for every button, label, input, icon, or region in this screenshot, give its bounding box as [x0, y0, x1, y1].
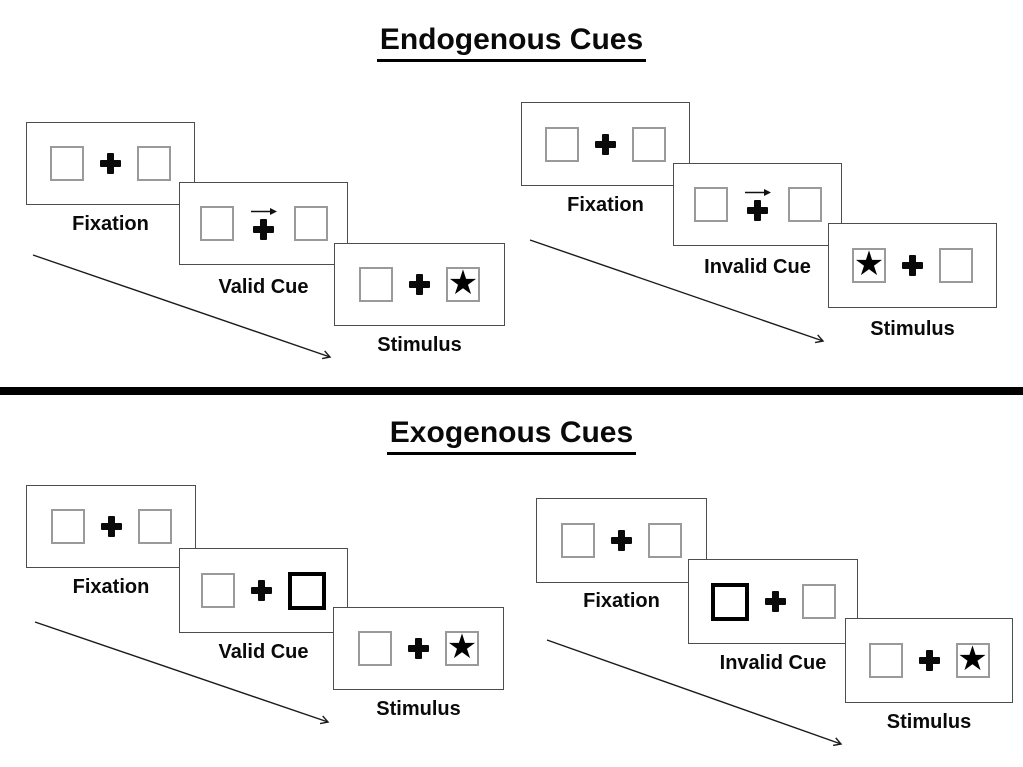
panel-label: Invalid Cue — [704, 256, 811, 278]
fixation-cross-icon — [409, 274, 430, 295]
panel-label: Valid Cue — [218, 276, 309, 298]
endo-valid-cue-panel — [179, 182, 348, 265]
fixation-cross-icon — [408, 638, 429, 659]
section-title-endogenous-text: Endogenous Cues — [376, 23, 647, 62]
timeline-arrow-exogenous-invalid — [546, 639, 843, 747]
panel-label: Stimulus — [870, 318, 955, 340]
panel-content: ★ — [358, 627, 479, 667]
right-arrow-cue-icon — [250, 208, 277, 215]
endo-valid-fixation-panel — [26, 122, 195, 205]
panel-content: ★ — [868, 639, 990, 679]
endo-invalid-fixation-panel — [521, 102, 690, 186]
section-title-exogenous-text: Exogenous Cues — [386, 416, 637, 455]
fixation-cross-icon — [918, 650, 940, 671]
timeline-arrow-endogenous-invalid — [529, 239, 825, 344]
left-box — [561, 523, 595, 558]
right-box — [293, 206, 328, 241]
right-box — [648, 523, 682, 558]
right-box — [137, 146, 171, 181]
star-stimulus-icon: ★ — [957, 639, 988, 679]
panel-content: ★ — [852, 244, 973, 284]
right-arrow-cue-icon — [744, 189, 771, 196]
star-stimulus-icon: ★ — [853, 244, 885, 284]
fixation-cross-icon — [100, 153, 121, 174]
right-box: ★ — [445, 627, 479, 667]
endo-valid-stimulus-panel: ★ — [334, 243, 505, 326]
fixation-cross-icon — [100, 516, 122, 537]
fixation-cross-icon — [253, 219, 274, 240]
left-box — [693, 187, 728, 222]
timeline-arrow-endogenous-valid — [32, 254, 332, 360]
right-box: ★ — [446, 263, 480, 303]
section-title-endogenous: Endogenous Cues — [0, 23, 1023, 62]
right-box: ★ — [955, 639, 990, 679]
panel-label: Invalid Cue — [719, 652, 827, 674]
right-box — [632, 126, 666, 162]
exo-invalid-cue-panel — [688, 559, 858, 644]
left-box: ★ — [852, 244, 886, 284]
fixation-cross-icon — [902, 255, 923, 276]
panel-label: Fixation — [72, 576, 150, 598]
panel-label: Stimulus — [377, 334, 462, 356]
timeline-arrow-exogenous-valid — [34, 621, 330, 725]
exo-invalid-fixation-panel — [536, 498, 707, 583]
section-divider — [0, 387, 1023, 395]
section-title-exogenous: Exogenous Cues — [0, 416, 1023, 455]
panel-label: Fixation — [567, 194, 644, 216]
fixation-cross-icon — [764, 591, 786, 612]
panel-label: Valid Cue — [218, 641, 309, 663]
panel-content — [561, 523, 682, 558]
panel-content — [199, 206, 328, 241]
left-box — [358, 631, 392, 666]
panel-label: Stimulus — [376, 698, 461, 720]
left-box — [50, 509, 85, 544]
endo-invalid-cue-panel — [673, 163, 842, 246]
panel-content — [201, 571, 326, 610]
panel-content — [693, 187, 822, 222]
fixation-cross-icon — [251, 580, 272, 601]
left-box — [201, 573, 235, 608]
cue-center — [744, 188, 772, 221]
exo-invalid-stimulus-panel: ★ — [845, 618, 1013, 703]
left-box — [545, 126, 579, 162]
panel-label: Fixation — [72, 213, 149, 235]
right-box — [801, 584, 836, 619]
fixation-cross-icon — [595, 133, 616, 155]
right-box — [787, 187, 822, 222]
panel-content — [710, 582, 836, 621]
left-box — [359, 267, 393, 302]
cue-center — [250, 207, 278, 240]
right-box — [939, 248, 973, 283]
panel-content: ★ — [359, 263, 480, 303]
panel-content — [50, 146, 171, 181]
panel-label: Fixation — [583, 590, 660, 612]
fixation-cross-icon — [611, 530, 632, 551]
star-stimulus-icon: ★ — [447, 263, 479, 303]
right-box-highlighted-cue — [288, 571, 326, 610]
star-stimulus-icon: ★ — [446, 627, 478, 667]
left-box — [868, 643, 903, 678]
panel-label: Stimulus — [886, 711, 972, 733]
exo-valid-stimulus-panel: ★ — [333, 607, 504, 690]
endo-invalid-stimulus-panel: ★ — [828, 223, 997, 308]
fixation-cross-icon — [747, 200, 768, 221]
left-box — [50, 146, 84, 181]
right-box — [137, 509, 172, 544]
panel-content — [50, 509, 172, 544]
exo-valid-cue-panel — [179, 548, 348, 633]
exo-valid-fixation-panel — [26, 485, 196, 568]
left-box-highlighted-cue — [710, 582, 749, 621]
panel-content — [545, 126, 666, 162]
left-box — [199, 206, 234, 241]
